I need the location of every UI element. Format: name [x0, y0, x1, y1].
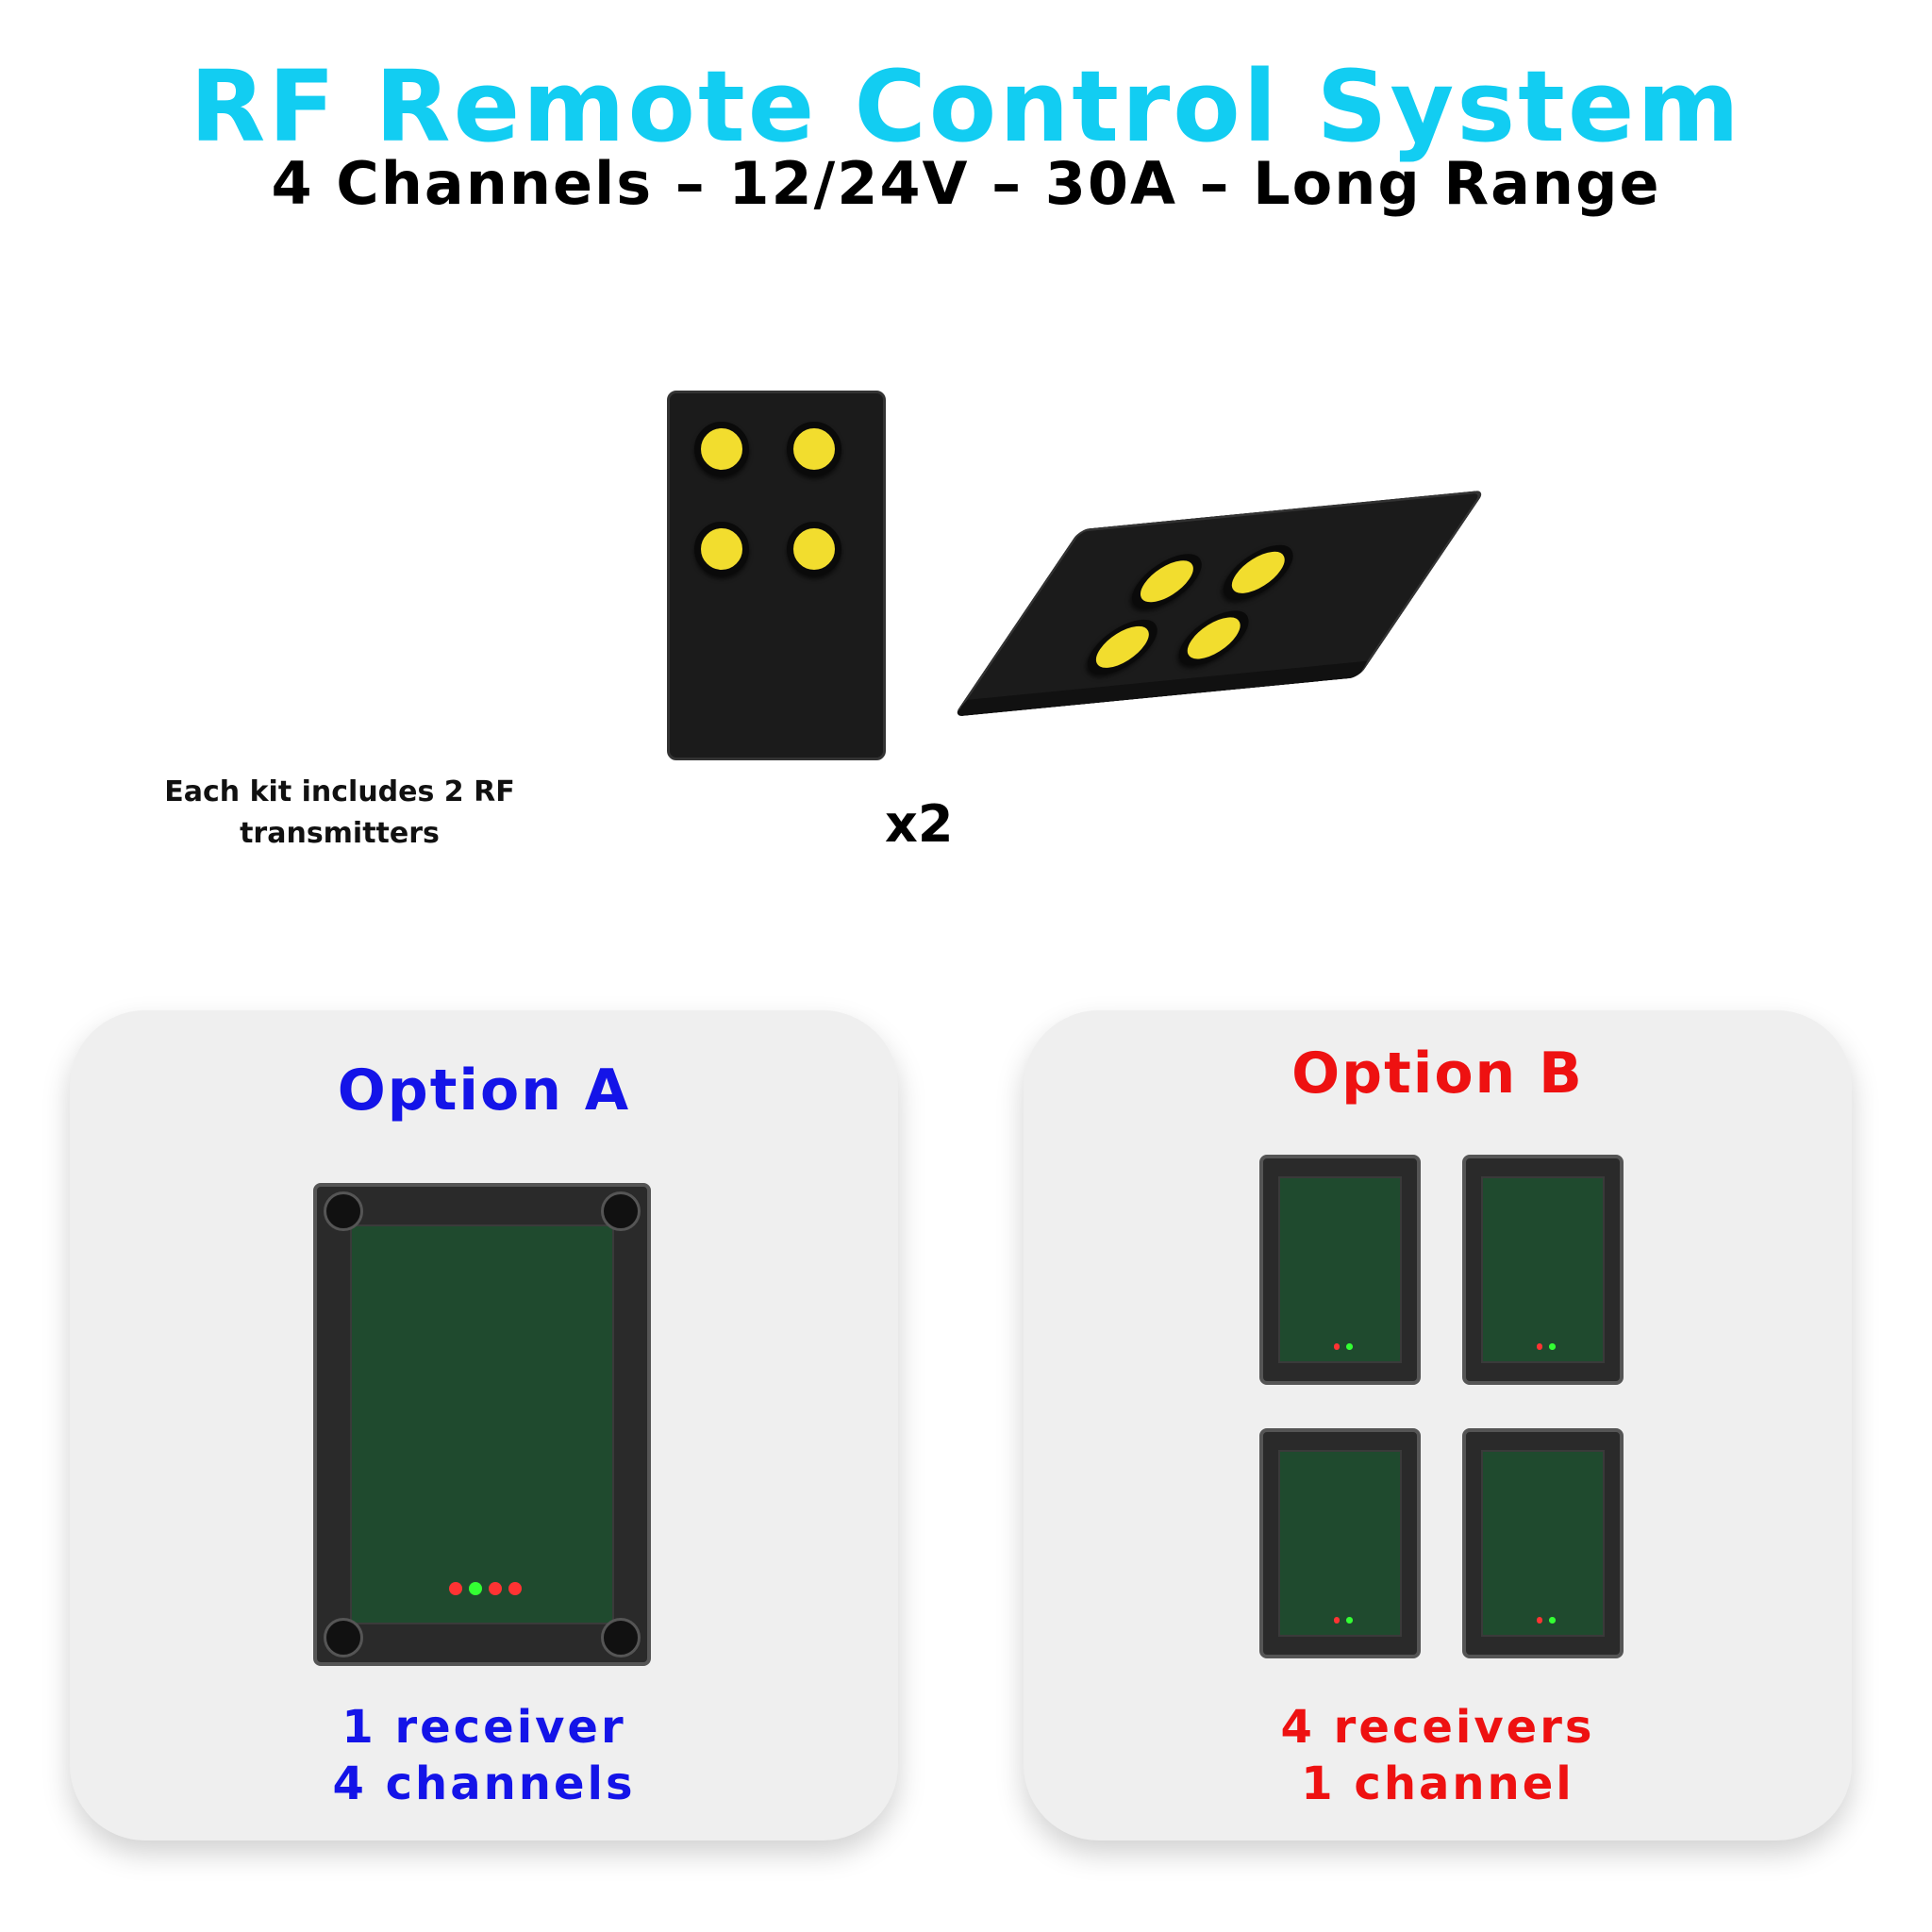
receiver-image: [1259, 1155, 1421, 1385]
option-b-card: Option B 4 receivers 1 channel: [1024, 1010, 1852, 1840]
option-a-card: Option A 1 receiver 4 channels: [70, 1010, 898, 1840]
kit-note: Each kit includes 2 RF transmitters: [164, 775, 515, 850]
receiver-image: [1462, 1428, 1624, 1658]
option-b-title: Option B: [1291, 1041, 1584, 1107]
receiver-image: [1259, 1428, 1421, 1658]
option-b-line2: 1 channel: [1301, 1757, 1574, 1810]
receiver-image: [1462, 1155, 1624, 1385]
option-a-line1: 1 receiver: [341, 1701, 626, 1754]
receiver-image: [313, 1183, 651, 1666]
page-title: RF Remote Control System: [190, 49, 1742, 164]
transmitter-front-image: [667, 391, 886, 760]
option-a-line2: 4 channels: [332, 1757, 636, 1810]
quantity-label: x2: [885, 794, 954, 854]
option-b-line1: 4 receivers: [1280, 1701, 1595, 1754]
transmitter-angled-image: [953, 490, 1486, 717]
option-a-title: Option A: [337, 1058, 631, 1124]
page-subtitle: 4 Channels – 12/24V – 30A – Long Range: [271, 149, 1661, 218]
